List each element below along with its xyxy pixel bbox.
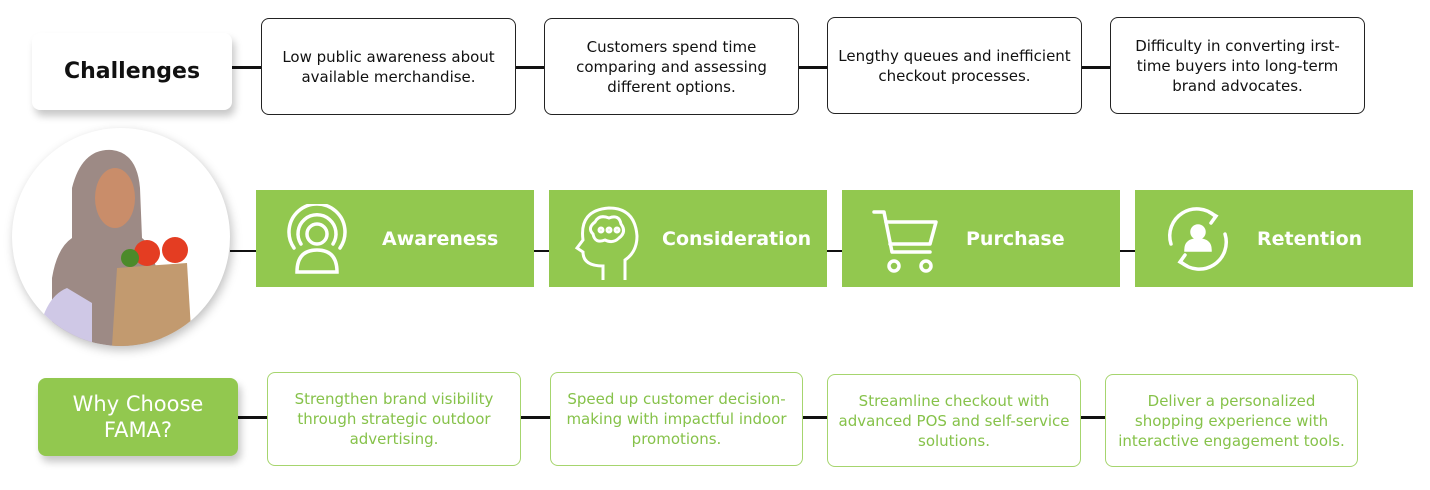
stage-retention: Retention — [1135, 190, 1413, 287]
stage-label: Consideration — [662, 227, 812, 250]
challenge-text: Low public awareness about available mer… — [282, 47, 495, 86]
cycle-person-icon — [1168, 207, 1228, 271]
broadcast-person-icon — [287, 204, 347, 274]
solution-text: Streamline checkout with advanced POS an… — [838, 391, 1070, 450]
challenge-text: Difficulty in converting irst-time buyer… — [1135, 36, 1340, 95]
solution-card: Deliver a personalized shopping experien… — [1105, 374, 1358, 467]
stage-consideration: Consideration — [549, 190, 827, 287]
stage-label: Awareness — [382, 227, 499, 250]
solution-card: Streamline checkout with advanced POS an… — [827, 374, 1081, 467]
solution-text: Deliver a personalized shopping experien… — [1118, 391, 1345, 450]
solution-text: Strengthen brand visibility through stra… — [294, 390, 494, 448]
challenge-card: Difficulty in converting irst-time buyer… — [1110, 17, 1365, 114]
thinking-head-icon — [574, 206, 639, 280]
why-choose-title: Why Choose FAMA? — [72, 392, 204, 442]
shopping-cart-icon — [872, 210, 938, 273]
solution-card: Speed up customer decision-making with i… — [550, 372, 803, 466]
customer-photo — [12, 128, 230, 346]
challenges-header: Challenges — [32, 33, 232, 110]
challenge-card: Lengthy queues and inefficient checkout … — [827, 17, 1082, 114]
challenge-card: Customers spend time comparing and asses… — [544, 18, 799, 115]
stage-purchase: Purchase — [842, 190, 1120, 287]
why-choose-header: Why Choose FAMA? — [38, 378, 238, 456]
stage-label: Retention — [1257, 227, 1363, 250]
challenge-text: Lengthy queues and inefficient checkout … — [838, 46, 1071, 85]
challenge-card: Low public awareness about available mer… — [261, 18, 516, 115]
challenges-title: Challenges — [63, 59, 201, 84]
stage-awareness: Awareness — [256, 190, 534, 287]
solution-text: Speed up customer decision-making with i… — [566, 390, 787, 448]
stage-label: Purchase — [966, 227, 1065, 250]
solution-card: Strengthen brand visibility through stra… — [267, 372, 521, 466]
challenge-text: Customers spend time comparing and asses… — [576, 37, 767, 96]
